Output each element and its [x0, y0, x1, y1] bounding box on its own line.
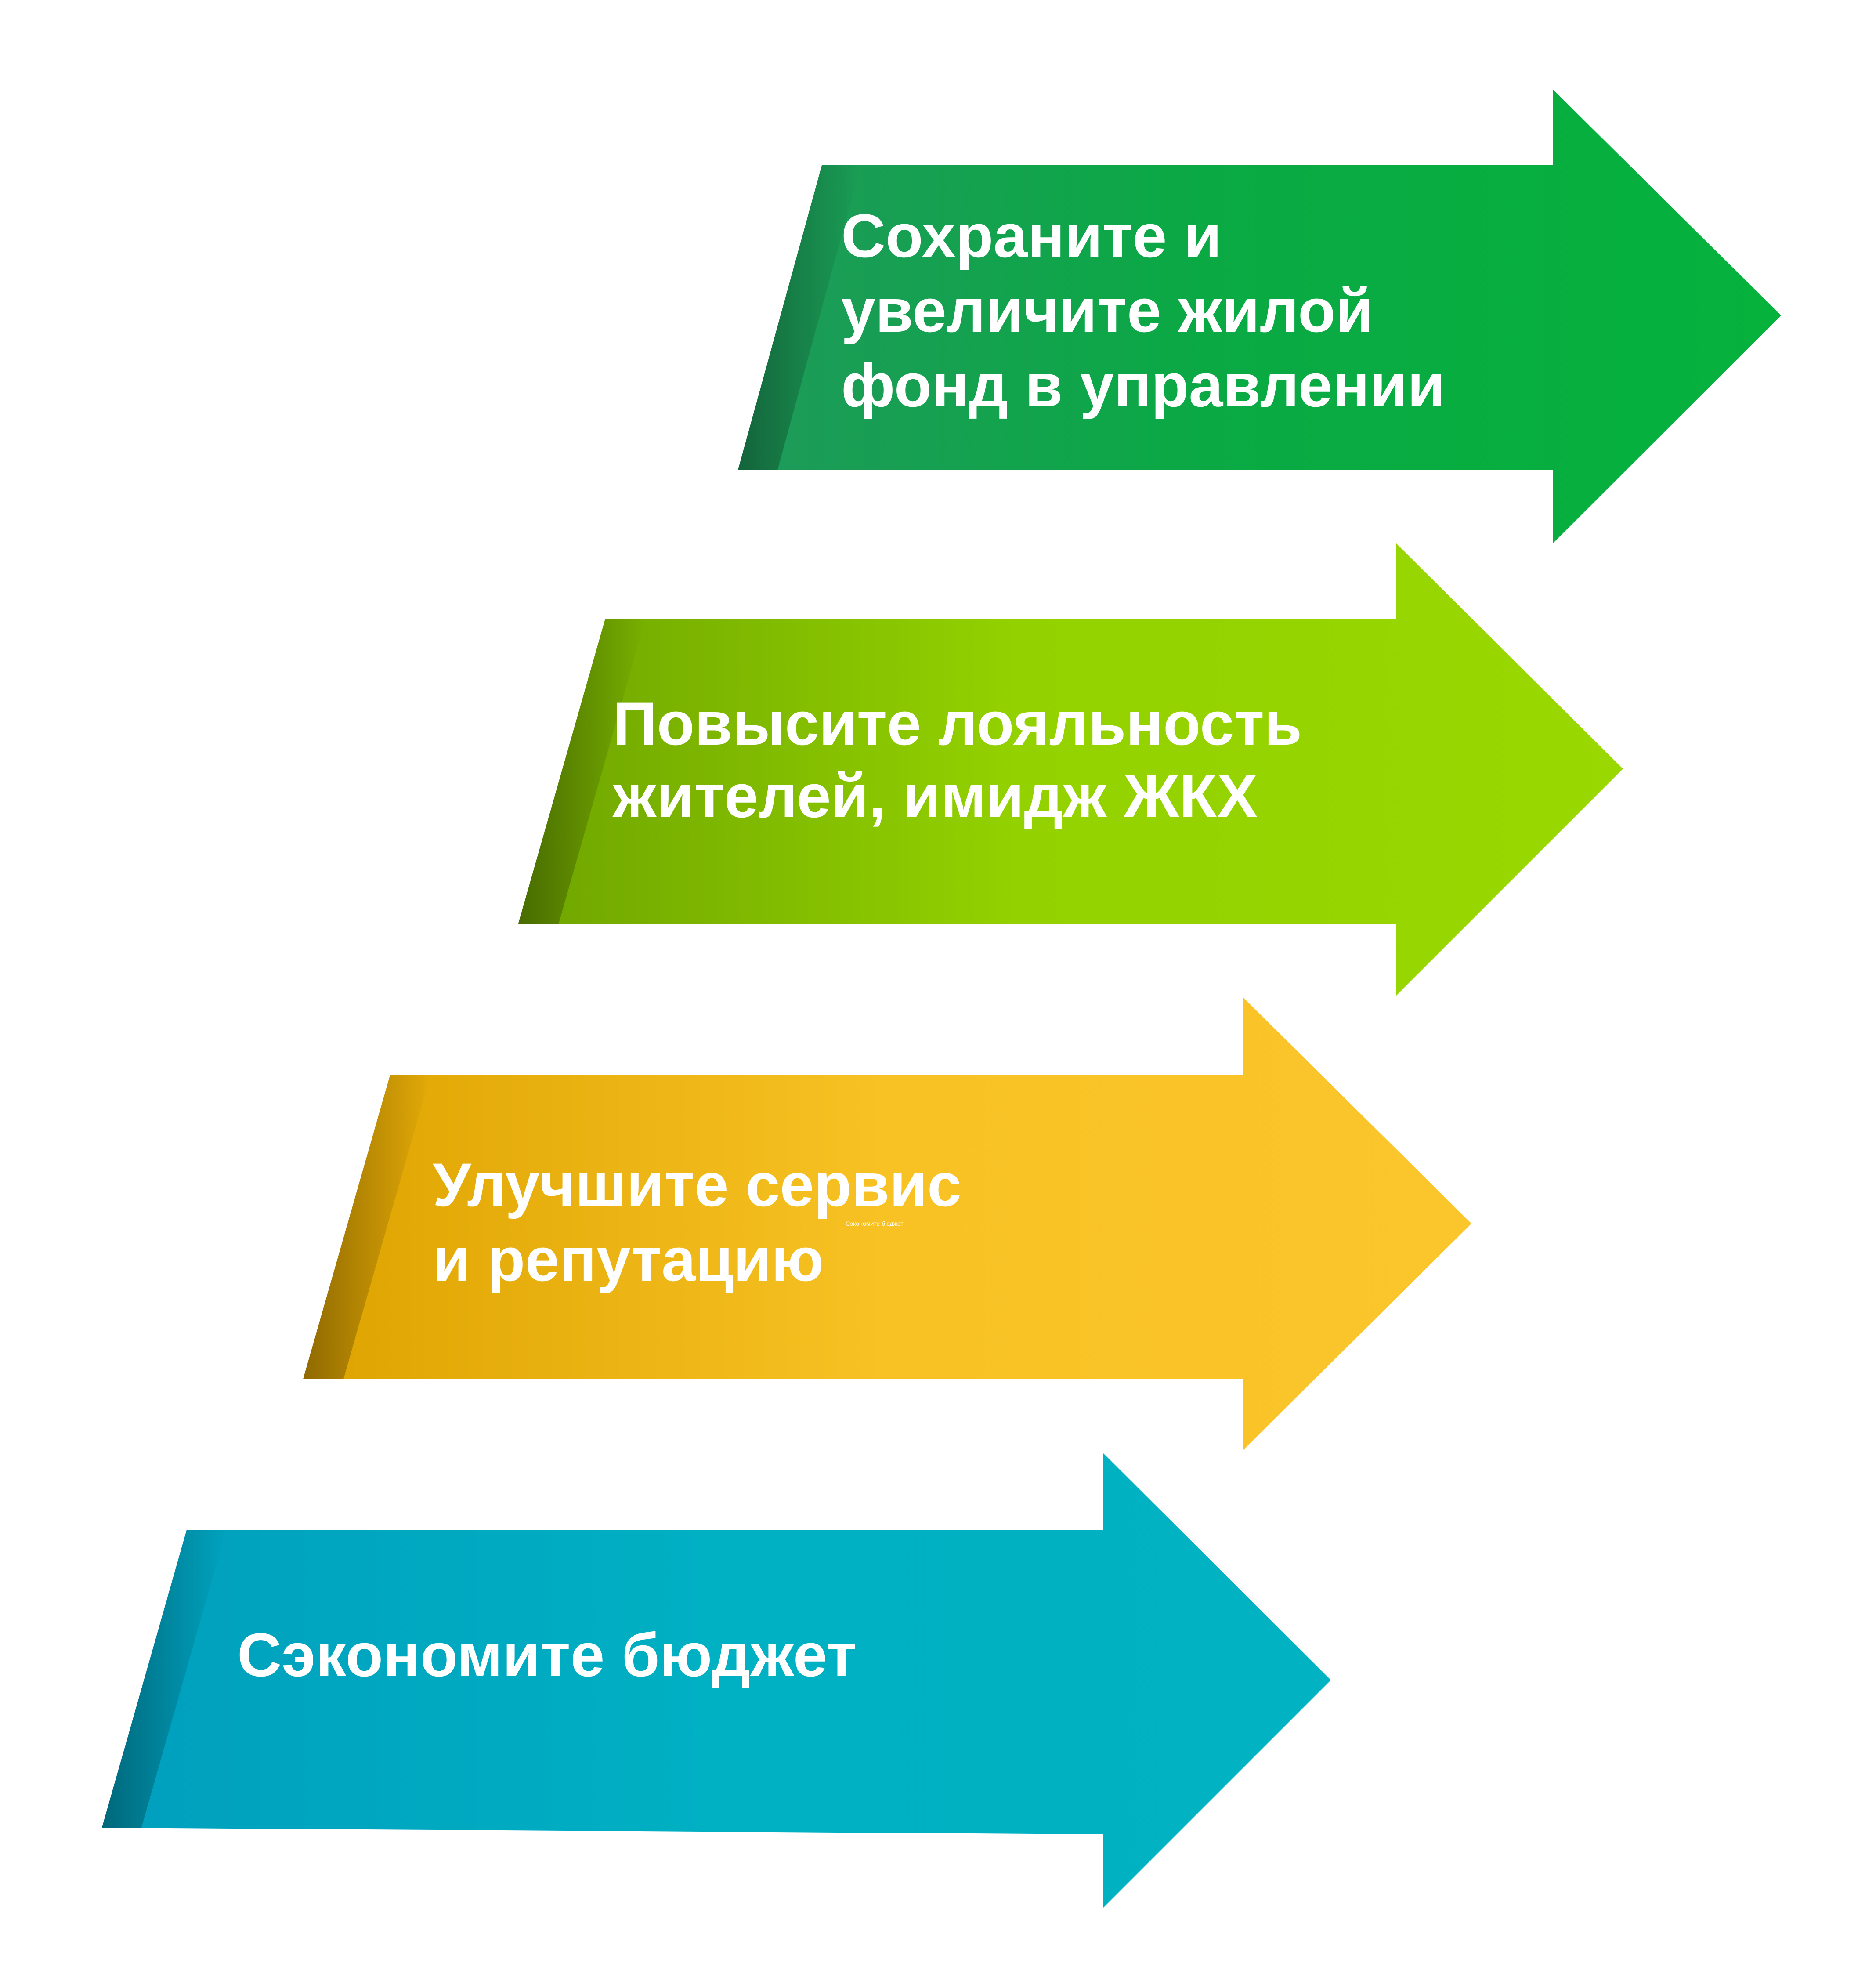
arrow-1-line-2: увеличите жилой — [841, 276, 1374, 345]
arrow-3-shadow — [303, 1075, 430, 1379]
arrow-4-shadow — [102, 1530, 226, 1828]
arrow-4: Сэкономите бюджет — [102, 1453, 1331, 1908]
arrow-4-line-1: Сэкономите бюджет — [237, 1620, 857, 1689]
arrow-1: Сохраните и увеличите жилой фонд в управ… — [738, 90, 1781, 543]
arrow-2-line-2: жителей, имидж ЖКХ — [612, 761, 1258, 830]
arrow-1-shadow — [738, 165, 861, 470]
arrow-2-shape — [518, 543, 1623, 996]
arrow-1-line-1: Сохраните и — [841, 201, 1222, 270]
arrow-3-shape — [303, 997, 1471, 1450]
arrow-1-line-3: фонд в управлении — [841, 351, 1445, 420]
arrow-3-small-label: Сэкономите бюджет — [846, 1220, 904, 1227]
arrow-1-shape — [738, 90, 1781, 543]
arrow-4-shape — [102, 1453, 1331, 1908]
arrow-3-line-1: Улучшите сервис — [433, 1150, 961, 1219]
arrow-3-line-2: и репутацию — [433, 1225, 824, 1294]
arrow-2: Повысите лояльность жителей, имидж ЖКХ — [518, 543, 1623, 996]
arrow-2-shadow — [518, 619, 646, 924]
arrow-3: Улучшите сервис Сэкономите бюджет и репу… — [303, 997, 1471, 1450]
arrow-2-line-1: Повысите лояльность — [613, 689, 1302, 758]
